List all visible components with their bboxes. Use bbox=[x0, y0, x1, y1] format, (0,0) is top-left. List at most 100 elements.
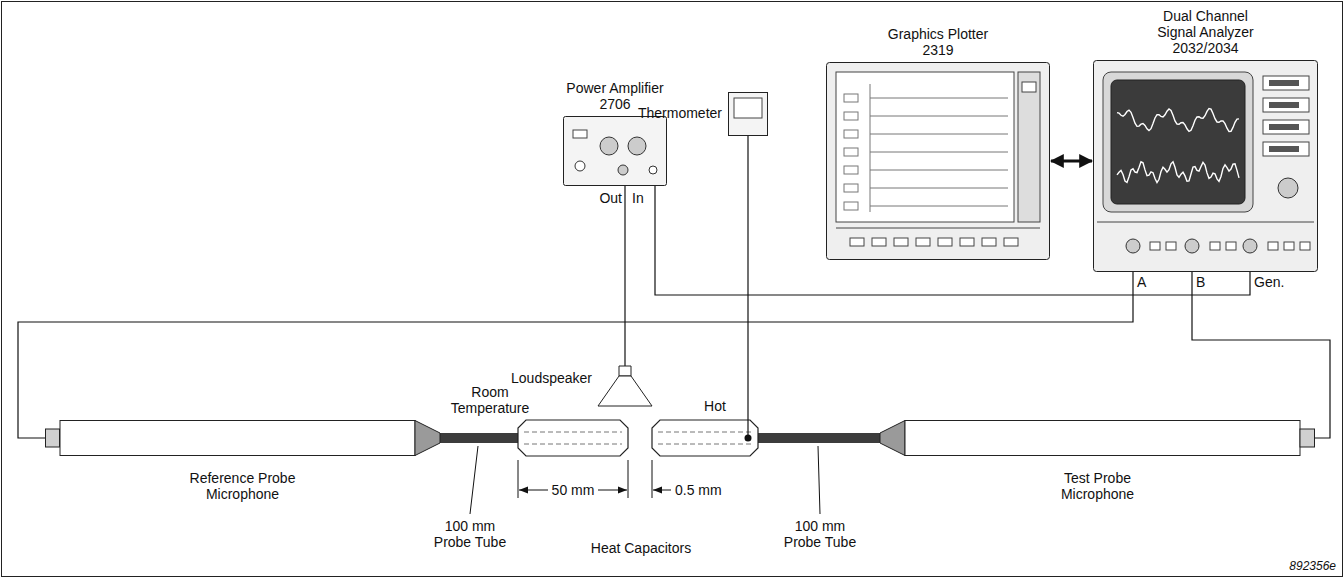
signal-analyzer: Dual Channel Signal Analyzer 2032/2034 bbox=[1093, 60, 1318, 272]
device-name: Dual Channel Signal Analyzer 2032/2034 bbox=[1147, 8, 1265, 56]
thermometer-wire bbox=[747, 136, 748, 438]
extension-line bbox=[628, 460, 629, 498]
display-digits bbox=[1269, 146, 1299, 152]
microphone-body bbox=[60, 421, 415, 456]
device-drawing bbox=[563, 116, 667, 186]
panel-button bbox=[1300, 242, 1310, 250]
signal-cable bbox=[1192, 272, 1330, 438]
thermometer-display bbox=[734, 98, 762, 118]
device-drawing bbox=[728, 92, 768, 136]
plotter-paper bbox=[836, 72, 1014, 222]
display-digits bbox=[1269, 102, 1299, 108]
plot-axis bbox=[870, 84, 871, 212]
microphone-connector bbox=[1300, 429, 1315, 447]
plotter-pen bbox=[1022, 82, 1036, 92]
device-name: Test Probe Microphone bbox=[1036, 470, 1160, 502]
plot-line bbox=[870, 170, 1008, 171]
input-knob bbox=[1243, 239, 1257, 253]
speaker-cone bbox=[598, 376, 652, 406]
device-drawing bbox=[598, 366, 652, 406]
capacitor-bore bbox=[658, 432, 752, 433]
plotter-button bbox=[850, 238, 864, 246]
plotter-housing bbox=[827, 63, 1050, 260]
analyzer-screen bbox=[1111, 80, 1245, 204]
signal-cable bbox=[18, 272, 1133, 438]
panel-button bbox=[1210, 242, 1220, 250]
microphone-connector bbox=[46, 429, 60, 447]
part-label: 100 mm Probe Tube bbox=[428, 518, 512, 550]
plot-line bbox=[870, 152, 1008, 153]
plotter-button bbox=[982, 238, 996, 246]
device-name: Loudspeaker bbox=[511, 370, 592, 386]
device-name: Graphics Plotter 2319 bbox=[873, 26, 1003, 58]
display-digits bbox=[1269, 80, 1299, 86]
device-name: Reference Probe Microphone bbox=[181, 470, 305, 502]
drawing-number: 892356e bbox=[1262, 559, 1336, 573]
capacitor-bore bbox=[658, 444, 752, 445]
display-digits bbox=[1269, 124, 1299, 130]
plot-line bbox=[870, 116, 1008, 117]
speaker-magnet bbox=[619, 366, 631, 376]
temperature-sensor bbox=[745, 435, 752, 442]
microphone-cone bbox=[880, 421, 905, 456]
plot-line bbox=[870, 98, 1008, 99]
capacitor-bore bbox=[524, 432, 622, 433]
power-amplifier: Power Amplifier 2706 bbox=[563, 116, 667, 186]
input-knob bbox=[1185, 239, 1199, 253]
plotter-button bbox=[916, 238, 930, 246]
caption-box: Thermometer bbox=[638, 105, 722, 121]
panel-line bbox=[836, 228, 1040, 229]
reference-microphone: Reference Probe Microphone bbox=[45, 420, 440, 456]
caption-box: Test Probe Microphone bbox=[1036, 470, 1160, 502]
caption-box: Graphics Plotter 2319 bbox=[873, 26, 1003, 58]
display-window bbox=[1263, 120, 1309, 134]
caption-box: Dual Channel Signal Analyzer 2032/2034 bbox=[1147, 8, 1265, 56]
indicator bbox=[649, 166, 657, 174]
dimension-line bbox=[653, 490, 671, 491]
data-link-arrow bbox=[1051, 160, 1092, 163]
screen-bezel bbox=[1103, 72, 1253, 212]
signal-cable bbox=[624, 186, 625, 366]
amplifier-housing bbox=[564, 117, 667, 186]
control-knob bbox=[618, 165, 628, 175]
generator-label: Gen. bbox=[1254, 274, 1294, 290]
probe-tube bbox=[756, 433, 880, 443]
probe-tube bbox=[440, 433, 520, 443]
heat-capacitor bbox=[518, 420, 628, 456]
control-knob bbox=[628, 137, 646, 155]
panel-button bbox=[1166, 242, 1176, 250]
display-window bbox=[1263, 142, 1309, 156]
dimension-label: 50 mm bbox=[548, 482, 598, 498]
switch bbox=[573, 130, 587, 138]
part-label: Heat Capacitors bbox=[576, 540, 706, 556]
socket bbox=[575, 161, 585, 171]
display-window bbox=[1263, 76, 1309, 90]
extension-line bbox=[652, 460, 653, 498]
plot-line bbox=[870, 134, 1008, 135]
plot-mark bbox=[844, 184, 858, 192]
plot-line bbox=[870, 188, 1008, 189]
microphone-body bbox=[905, 421, 1300, 456]
thermometer: Thermometer bbox=[728, 92, 768, 136]
plot-mark bbox=[844, 130, 858, 138]
panel-button bbox=[1268, 242, 1278, 250]
microphone-cone bbox=[415, 421, 440, 456]
plotter-button bbox=[960, 238, 974, 246]
analyzer-housing bbox=[1094, 61, 1318, 272]
device-drawing bbox=[1093, 60, 1318, 272]
graphics-plotter: Graphics Plotter 2319 bbox=[826, 62, 1050, 260]
device-drawing bbox=[45, 420, 440, 456]
panel-button bbox=[1284, 242, 1294, 250]
loudspeaker: Loudspeaker bbox=[598, 366, 652, 406]
panel-button bbox=[1150, 242, 1160, 250]
plotter-button bbox=[894, 238, 908, 246]
port-label: In bbox=[632, 190, 652, 206]
channel-label: A bbox=[1137, 274, 1153, 290]
device-drawing bbox=[826, 62, 1050, 260]
plot-mark bbox=[844, 148, 858, 156]
waveform-trace bbox=[1117, 162, 1239, 183]
port-label: Out bbox=[590, 190, 622, 206]
dimension-label: 0.5 mm bbox=[675, 482, 731, 498]
